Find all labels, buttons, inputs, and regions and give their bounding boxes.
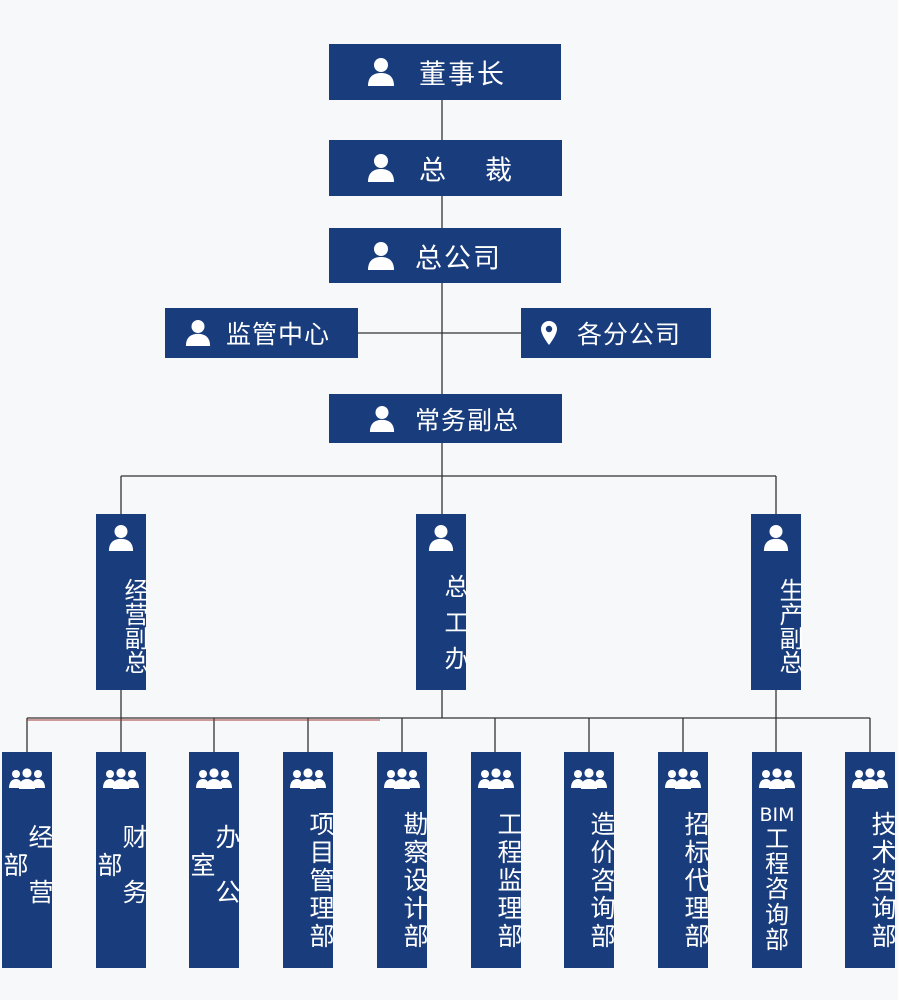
branches-node: 各分公司 — [521, 308, 711, 358]
supervision-center-node: 监管中心 — [165, 308, 358, 358]
location-pin-icon — [541, 321, 557, 345]
department-label: 财务部 — [94, 824, 148, 934]
department-label: 工程监理部 — [494, 811, 523, 951]
node-label: 常务副总 — [415, 405, 520, 435]
head-office-node: 总公司 — [329, 228, 561, 283]
department-label: 经营部 — [0, 824, 54, 934]
department-label: 造价咨询部 — [587, 811, 616, 951]
group-icon — [478, 768, 514, 794]
node-label: 总公司 — [415, 243, 502, 274]
department-label: 勘察设计部 — [400, 811, 429, 951]
group-icon — [571, 768, 607, 794]
person-icon — [763, 525, 789, 551]
department-node: 造价咨询部 — [564, 752, 616, 968]
chief-engineer-office-node: 总工办 — [416, 514, 468, 690]
department-node: 经营部 — [0, 752, 54, 968]
group-icon — [9, 768, 45, 794]
person-icon — [108, 525, 134, 551]
person-icon — [185, 320, 211, 346]
executive-vp-node: 常务副总 — [329, 394, 562, 443]
group-icon — [759, 768, 795, 794]
node-label: 总工办 — [440, 574, 468, 682]
person-icon — [428, 525, 454, 551]
group-icon — [852, 768, 888, 794]
department-node: 项目管理部 — [283, 752, 335, 968]
department-node: 工程监理部 — [471, 752, 523, 968]
department-label: 办公室 — [187, 824, 241, 934]
node-label: 董事长 — [419, 59, 506, 91]
node-label: 生产副总 — [775, 578, 803, 674]
person-icon — [369, 405, 395, 432]
department-node: 技术咨询部 — [845, 752, 897, 968]
department-node: 办公室 — [187, 752, 241, 968]
department-node: 勘察设计部 — [377, 752, 429, 968]
business-vp-node: 经营副总 — [96, 514, 148, 690]
node-label: 监管中心 — [226, 320, 331, 349]
person-icon — [368, 58, 394, 86]
president-node: 总 裁 — [329, 140, 562, 196]
department-node: 招标代理部 — [658, 752, 710, 968]
group-icon — [103, 768, 139, 794]
department-label: 招标代理部 — [681, 811, 710, 951]
group-icon — [196, 768, 232, 794]
person-icon — [368, 154, 394, 182]
group-icon — [290, 768, 326, 794]
group-icon — [384, 768, 420, 794]
node-label: 各分公司 — [577, 320, 682, 349]
node-label: 经营副总 — [120, 578, 148, 674]
production-vp-node: 生产副总 — [751, 514, 803, 690]
person-icon — [368, 241, 394, 270]
department-node: 财务部 — [94, 752, 148, 968]
group-icon — [665, 768, 701, 794]
node-label: 总 裁 — [419, 155, 518, 187]
department-label: 技术咨询部 — [868, 811, 897, 951]
chairman-node: 董事长 — [329, 44, 561, 100]
department-label: 项目管理部 — [306, 811, 335, 951]
